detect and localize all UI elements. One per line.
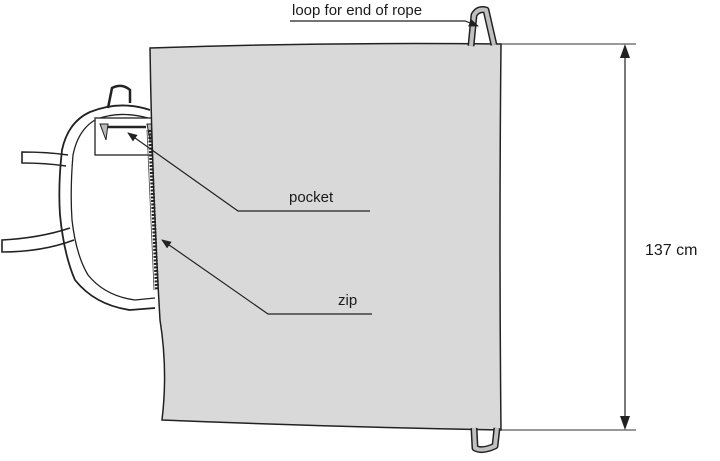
dimension-arrow-top: [620, 44, 630, 58]
zip-label: zip: [338, 292, 358, 309]
loop-label: loop for end of rope: [292, 2, 423, 19]
loop-leader: [290, 19, 479, 27]
backpack-top-handle: [106, 84, 132, 109]
shoulder-strap-top: [21, 151, 69, 167]
pocket-label: pocket: [289, 189, 334, 206]
backpack-outline: [58, 104, 156, 311]
pocket-leader: [127, 132, 370, 212]
pocket-flap-left: [99, 123, 109, 141]
zip: [148, 129, 159, 291]
height-dimension-label: 137 cm: [645, 242, 698, 259]
zip-leader: [161, 239, 372, 315]
main-panel: [149, 42, 502, 431]
dimension-arrow-bottom: [620, 416, 630, 430]
shoulder-strap-bottom: [1, 227, 75, 253]
